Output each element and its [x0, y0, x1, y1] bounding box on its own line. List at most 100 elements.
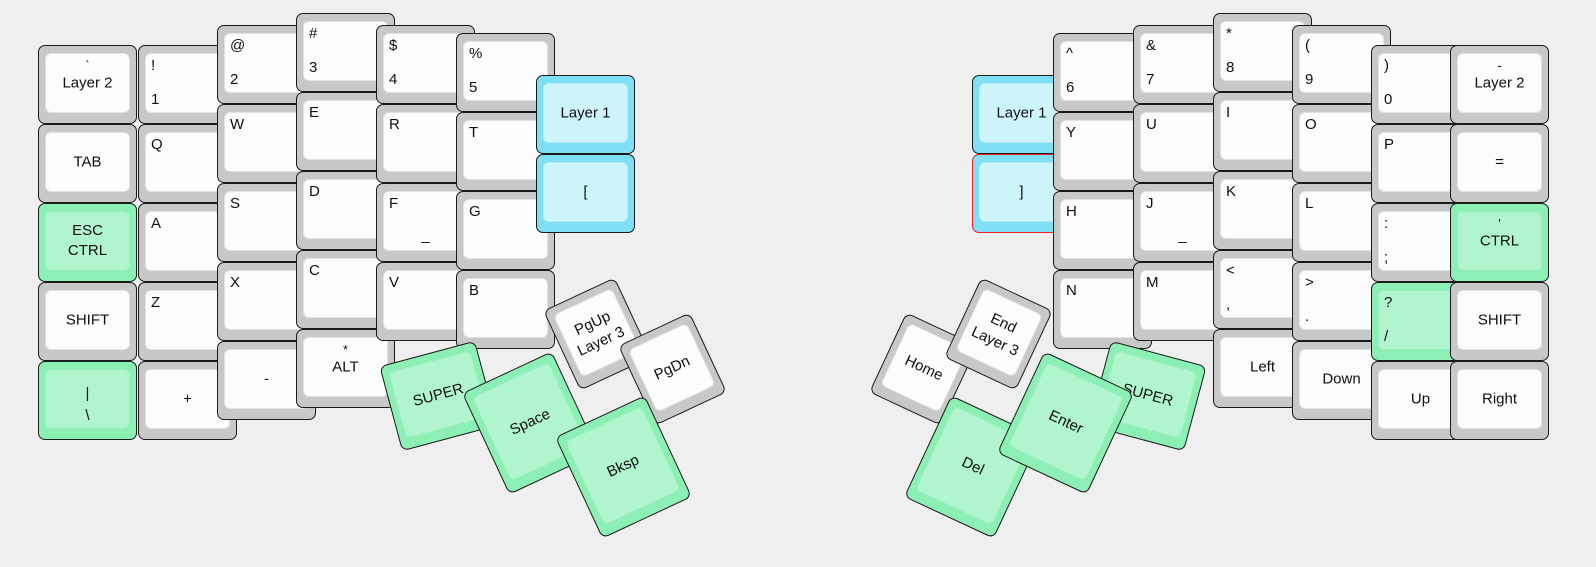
- key-legend-center: Layer 2: [62, 74, 113, 92]
- key-o[interactable]: O: [1292, 104, 1391, 183]
- key-legend-top-symbol: -: [1497, 58, 1502, 73]
- key-legend-upper: %: [469, 45, 483, 62]
- key-bracket-right[interactable]: ]: [972, 154, 1071, 233]
- key-legend-lower: 7: [1146, 71, 1155, 88]
- key-face: Layer 1: [543, 83, 628, 143]
- key-face: Left: [1220, 337, 1305, 397]
- key-face: X: [224, 270, 309, 330]
- key-legend-lower: 9: [1305, 71, 1314, 88]
- key-face: W: [224, 112, 309, 172]
- key-face: B: [463, 278, 548, 338]
- key-bracket-left[interactable]: [: [536, 154, 635, 233]
- key-legend-center: -: [264, 370, 269, 388]
- key-legend-upper: T: [469, 124, 479, 141]
- key-legend-center: Layer 1: [560, 104, 611, 122]
- key-legend-center: =: [1495, 153, 1504, 171]
- key-face: E: [303, 100, 388, 160]
- key-pipe-backslash[interactable]: |\: [38, 361, 137, 440]
- key-legend-upper: E: [309, 104, 320, 121]
- key-legend-upper: B: [469, 282, 480, 299]
- key-face: K: [1220, 179, 1305, 239]
- key-face: >.: [1299, 270, 1384, 330]
- key-face: +: [145, 369, 230, 429]
- key-face: @2: [224, 33, 309, 93]
- key-layer2-minus[interactable]: -Layer 2: [1450, 45, 1549, 124]
- key-face: M: [1140, 270, 1225, 330]
- key-face: (9: [1299, 33, 1384, 93]
- key-legend-lower: ,: [1226, 296, 1231, 313]
- key-legend-line-1: ESC: [72, 221, 103, 239]
- key-legend-upper: I: [1226, 104, 1231, 121]
- key-legend-upper: Q: [151, 136, 163, 153]
- key-l[interactable]: L: [1292, 183, 1391, 262]
- key-layer1[interactable]: Layer 1: [536, 75, 635, 154]
- key-face: *ALT: [303, 337, 388, 397]
- key-right[interactable]: Right: [1450, 361, 1549, 440]
- key-face: N: [1060, 278, 1145, 338]
- key-face: S: [224, 191, 309, 251]
- key-legend-upper: R: [389, 116, 400, 133]
- key-legend-lower: \: [85, 407, 90, 424]
- key-face: U: [1140, 112, 1225, 172]
- key-tab[interactable]: TAB: [38, 124, 137, 203]
- key-legend-lower: 6: [1066, 79, 1075, 96]
- key-legend-upper: J: [1146, 195, 1154, 212]
- key-face: G: [463, 199, 548, 259]
- key-legend-center: SHIFT: [65, 311, 110, 329]
- key-shift[interactable]: SHIFT: [38, 282, 137, 361]
- key-face: D: [303, 179, 388, 239]
- key-equals[interactable]: =: [1450, 124, 1549, 203]
- key-legend-center: TAB: [73, 153, 102, 171]
- key-alt[interactable]: *ALT: [296, 329, 395, 408]
- key-legend-upper: A: [151, 215, 162, 232]
- key-face: #3: [303, 21, 388, 81]
- key-legend-upper: X: [230, 274, 241, 291]
- key-legend-upper: H: [1066, 203, 1077, 220]
- key-legend-center: ]: [1019, 183, 1024, 201]
- key-legend-center: [: [583, 183, 588, 201]
- key-face: ^6: [1060, 41, 1145, 101]
- key-legend-upper: P: [1384, 136, 1395, 153]
- key-legend-upper: !: [151, 57, 156, 74]
- key-shift[interactable]: SHIFT: [1450, 282, 1549, 361]
- key-legend-upper: Y: [1066, 124, 1077, 141]
- key-face: V: [383, 270, 468, 330]
- key-legend-top-symbol: ': [1498, 216, 1501, 231]
- key-legend-upper: ^: [1066, 45, 1074, 62]
- key-h[interactable]: H: [1053, 191, 1152, 270]
- key-legend-upper: (: [1305, 37, 1310, 54]
- key-face: )0: [1378, 53, 1463, 113]
- key-legend-upper: #: [309, 25, 318, 42]
- key-face: <,: [1220, 258, 1305, 318]
- key-face: F_: [383, 191, 468, 251]
- key-quote-ctrl[interactable]: 'CTRL: [1450, 203, 1549, 282]
- key-legend-center: ALT: [332, 358, 359, 376]
- key-face: !1: [145, 53, 230, 113]
- key-legend-upper: F: [389, 195, 399, 212]
- key-face: 'CTRL: [1457, 211, 1542, 271]
- key-face: $4: [383, 33, 468, 93]
- key-legend-upper: O: [1305, 116, 1317, 133]
- key-face: Y: [1060, 120, 1145, 180]
- key-legend-lower: 8: [1226, 59, 1235, 76]
- key-face: C: [303, 258, 388, 318]
- key-legend-upper: V: [389, 274, 400, 291]
- key-legend-center: Right: [1481, 390, 1518, 408]
- key-face: ]: [979, 162, 1064, 222]
- key-legend-lower: .: [1305, 308, 1310, 325]
- key-legend-lower: 5: [469, 79, 478, 96]
- key-legend-top-symbol: *: [342, 342, 349, 357]
- key-legend-upper: S: [230, 195, 241, 212]
- key-layer2-grave[interactable]: `Layer 2: [38, 45, 137, 124]
- key-legend-center: SHIFT: [1477, 311, 1522, 329]
- key-face: L: [1299, 191, 1384, 251]
- key-face: Right: [1457, 369, 1542, 429]
- key-x[interactable]: X: [217, 262, 316, 341]
- key-b[interactable]: B: [456, 270, 555, 349]
- key-legend-upper: C: [309, 262, 320, 279]
